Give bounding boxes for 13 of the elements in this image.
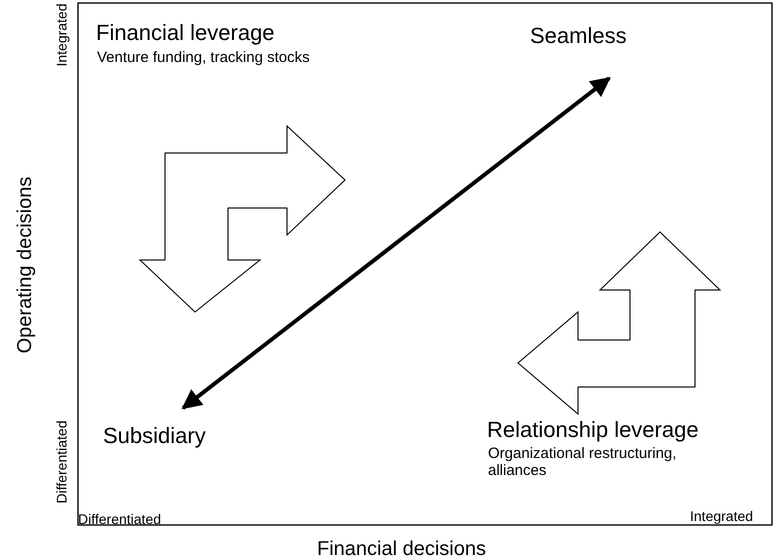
quadrant-label: Subsidiary (103, 408, 206, 448)
quadrant-title: Relationship leverage (487, 418, 699, 442)
double-arrow (182, 76, 611, 410)
axis-tick-label: Integrated (54, 3, 70, 67)
axis-tick-label: Integrated (690, 509, 754, 524)
quadrant-label: Seamless (530, 24, 627, 78)
axis-title: Financial decisions (317, 538, 486, 559)
axis-tick-label: Differentiated (78, 512, 162, 528)
quadrant-description: Venture funding, tracking stocks (97, 50, 310, 66)
quadrant-title: Financial leverage (96, 21, 275, 46)
axis-tick-label: Differentiated (54, 420, 70, 504)
axis-title: Operating decisions (14, 176, 36, 354)
quadrant-description: Organizational restructuring, alliances (488, 446, 678, 479)
